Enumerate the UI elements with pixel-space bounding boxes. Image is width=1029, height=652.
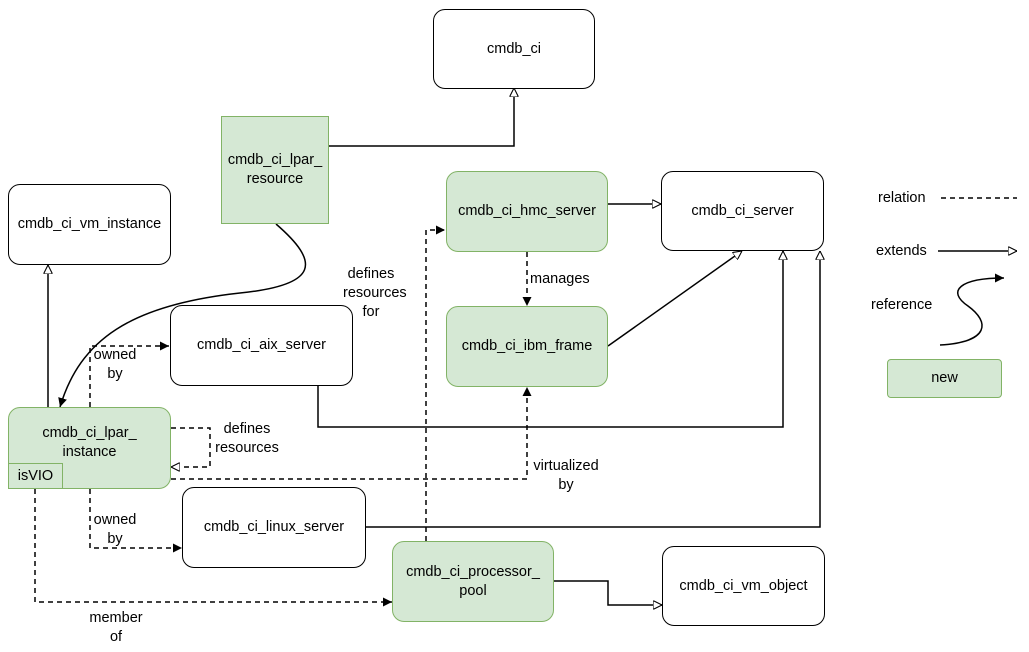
node-cmdb-ci-vm-object[interactable]: cmdb_ci_vm_object — [662, 546, 825, 626]
node-cmdb-ci-lpar-resource[interactable]: cmdb_ci_lpar_ resource — [221, 116, 329, 224]
edge-processor-pool-defines-resources-for-hmc — [425, 225, 445, 541]
node-cmdb-ci-vm-instance[interactable]: cmdb_ci_vm_instance — [8, 184, 171, 265]
node-cmdb-ci-hmc-server[interactable]: cmdb_ci_hmc_server — [446, 171, 608, 252]
node-cmdb-ci[interactable]: cmdb_ci — [433, 9, 595, 89]
edge-processor-pool-extends-vm-object — [554, 580, 662, 605]
node-cmdb-ci-server[interactable]: cmdb_ci_server — [661, 171, 824, 251]
label-defines-resources-for: defines resources for — [343, 266, 407, 320]
edge-lpar-resource-extends-ci — [329, 88, 514, 147]
edge-lpar-instance-defines-resources-self — [171, 427, 211, 467]
label-defines-resources: defines resources — [215, 421, 279, 456]
edge-linux-extends-server — [366, 251, 820, 528]
node-cmdb-ci-aix-server[interactable]: cmdb_ci_aix_server — [170, 305, 353, 386]
label-member-of: member of — [89, 610, 143, 645]
edge-lpar-instance-owned-by-linux — [89, 489, 182, 553]
legend-new-box: new — [887, 359, 1002, 398]
legend-extends-label: extends — [876, 243, 927, 259]
edge-lpar-resource-reference-lpar-instance — [58, 223, 307, 408]
legend-reference-label: reference — [871, 297, 933, 313]
label-manages: manages — [530, 271, 590, 287]
edge-lpar-instance-owned-by-aix — [89, 341, 169, 407]
node-cmdb-ci-ibm-frame[interactable]: cmdb_ci_ibm_frame — [446, 306, 608, 387]
edge-aix-extends-server — [317, 251, 783, 428]
legend-reference-line — [939, 273, 1005, 346]
edge-lpar-instance-virtualized-by-ibm-frame — [171, 387, 532, 480]
node-cmdb-ci-linux-server[interactable]: cmdb_ci_linux_server — [182, 487, 366, 568]
node-cmdb-ci-processor-pool[interactable]: cmdb_ci_processor_ pool — [392, 541, 554, 622]
label-owned-by-linux: owned by — [93, 512, 137, 547]
label-virtualized-by: virtualized by — [533, 458, 599, 493]
edge-ibm-frame-extends-server — [607, 251, 742, 347]
edge-lpar-instance-member-of-processor-pool — [34, 489, 392, 607]
label-owned-by-aix: owned by — [93, 347, 137, 382]
isvio-tag: isVIO — [8, 463, 63, 489]
legend-relation-label: relation — [878, 190, 926, 206]
